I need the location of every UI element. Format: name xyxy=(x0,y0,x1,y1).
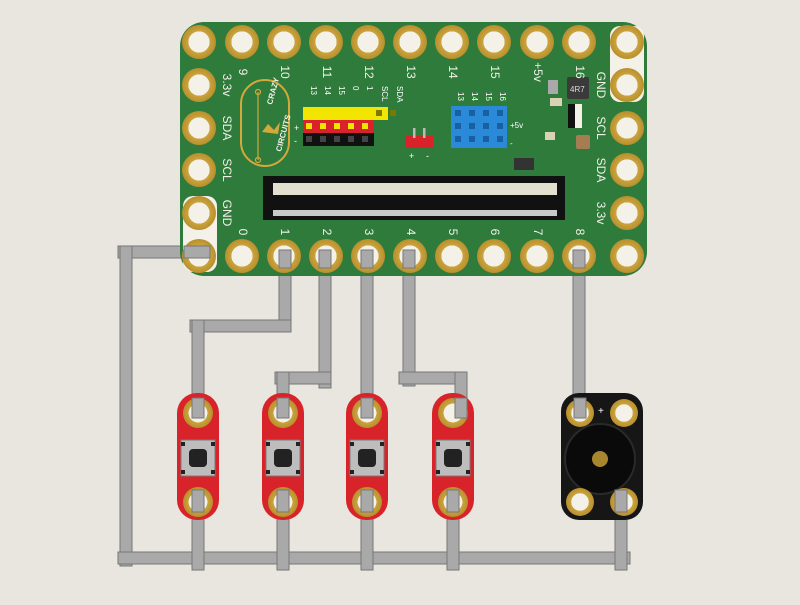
pad-top-7 xyxy=(520,25,554,59)
board-body xyxy=(180,22,647,276)
pad-label-bottom-3: 3 xyxy=(362,229,376,236)
pad-label-top-1: 10 xyxy=(278,65,292,79)
pad-top-4 xyxy=(393,25,427,59)
buzzer-center xyxy=(592,451,608,467)
power-connector: + - xyxy=(405,128,433,161)
pad-label-right-0: GND xyxy=(594,72,608,99)
pad-top-3 xyxy=(351,25,385,59)
pad-bottom-7 xyxy=(520,239,554,273)
power-minus-label: - xyxy=(426,151,429,161)
pad-label-top-2: 11 xyxy=(320,66,334,79)
button-cap[interactable] xyxy=(444,449,462,467)
wire-ground-rail xyxy=(117,551,631,565)
pad-label-bottom-0: 0 xyxy=(236,229,250,236)
pad-right-1 xyxy=(610,111,644,145)
button-housing xyxy=(180,439,216,477)
header-right-plus-label: +5v xyxy=(510,121,523,130)
pad-label-top-7: +5v xyxy=(531,62,545,82)
header-right-label-2: 15 xyxy=(484,92,493,101)
pad-bottom-5 xyxy=(435,239,469,273)
pad-label-bottom-2: 2 xyxy=(320,229,334,236)
pad-top-2 xyxy=(309,25,343,59)
header-right: 13 14 15 16 +5v - xyxy=(451,92,523,148)
pad-label-left-3: GND xyxy=(220,200,234,227)
pad-top-0 xyxy=(225,25,259,59)
pad-bottom-right-corner xyxy=(610,239,644,273)
header-minus-label: - xyxy=(294,136,297,146)
header-plus-label: + xyxy=(294,123,299,133)
board-components: 4R7 xyxy=(514,77,590,170)
button-cap[interactable] xyxy=(189,449,207,467)
pad-right-3 xyxy=(610,196,644,230)
header-left-label-1: 14 xyxy=(323,86,332,95)
buzzer-plus-label: + xyxy=(598,406,604,417)
pad-label-left-2: SCL xyxy=(220,158,234,182)
pad-label-right-3: 3.3v xyxy=(594,202,608,225)
pad-left-0 xyxy=(182,68,216,102)
pad-label-bottom-7: 7 xyxy=(531,229,545,236)
pad-label-top-0: 9 xyxy=(236,69,250,76)
resistor-label: 4R7 xyxy=(570,85,585,94)
pad-label-bottom-5: 5 xyxy=(446,229,460,236)
header-right-label-3: 16 xyxy=(498,92,507,101)
pad-label-bottom-6: 6 xyxy=(488,229,502,236)
header-right-label-0: 13 xyxy=(456,92,465,101)
small-chip xyxy=(514,158,534,170)
header-left-label-2: 15 xyxy=(337,86,346,95)
wires xyxy=(117,245,631,571)
pad-label-left-0: 3.3v xyxy=(220,74,234,97)
wire-ends xyxy=(183,245,628,513)
pad-top-6 xyxy=(477,25,511,59)
pad-top-5 xyxy=(435,25,469,59)
pad-top-corner xyxy=(182,25,216,59)
pad-label-right-2: SDA xyxy=(594,158,608,183)
header-left-label-0: 13 xyxy=(309,86,318,95)
pad-right-0 xyxy=(610,68,644,102)
pad-bottom-6 xyxy=(477,239,511,273)
pad-label-top-3: 12 xyxy=(362,65,376,79)
button-cap[interactable] xyxy=(358,449,376,467)
header-left-label-4: 1 xyxy=(365,86,374,91)
pad-label-left-1: SDA xyxy=(220,116,234,141)
header-left-label-6: SDA xyxy=(395,86,404,103)
header-right-minus-label: - xyxy=(510,139,513,148)
power-plus-label: + xyxy=(409,151,414,161)
push-buttons xyxy=(177,393,474,520)
pad-top-right-corner xyxy=(610,25,644,59)
buzzer-pad-gnd-left xyxy=(566,488,594,516)
wire-gnd-vertical xyxy=(119,245,133,567)
pad-top-8 xyxy=(562,25,596,59)
pad-label-top-6: 15 xyxy=(488,65,502,79)
pad-left-3 xyxy=(182,196,216,230)
pad-bottom-0 xyxy=(225,239,259,273)
button-cap[interactable] xyxy=(274,449,292,467)
pad-label-top-4: 13 xyxy=(404,65,418,79)
pad-label-right-1: SCL xyxy=(594,116,608,140)
pad-left-1 xyxy=(182,111,216,145)
logo-crown-icon xyxy=(262,122,280,134)
pad-right-2 xyxy=(610,153,644,187)
edge-connector xyxy=(263,176,565,220)
pad-left-2 xyxy=(182,153,216,187)
header-left-label-3: 0 xyxy=(351,86,360,91)
wire-pin1-across xyxy=(189,319,292,333)
buzzer-module: + xyxy=(561,393,643,520)
pad-label-top-5: 14 xyxy=(446,65,460,79)
pad-top-1 xyxy=(267,25,301,59)
pad-label-bottom-4: 4 xyxy=(404,229,418,236)
header-right-label-1: 14 xyxy=(470,92,479,101)
pad-label-top-8: 16 xyxy=(573,65,587,79)
pad-label-bottom-8: 8 xyxy=(573,229,587,236)
buzzer-pad-plus xyxy=(610,399,638,427)
pad-label-bottom-1: 1 xyxy=(278,229,292,236)
header-left-label-5: SCL xyxy=(380,86,389,102)
inductor xyxy=(567,77,589,99)
